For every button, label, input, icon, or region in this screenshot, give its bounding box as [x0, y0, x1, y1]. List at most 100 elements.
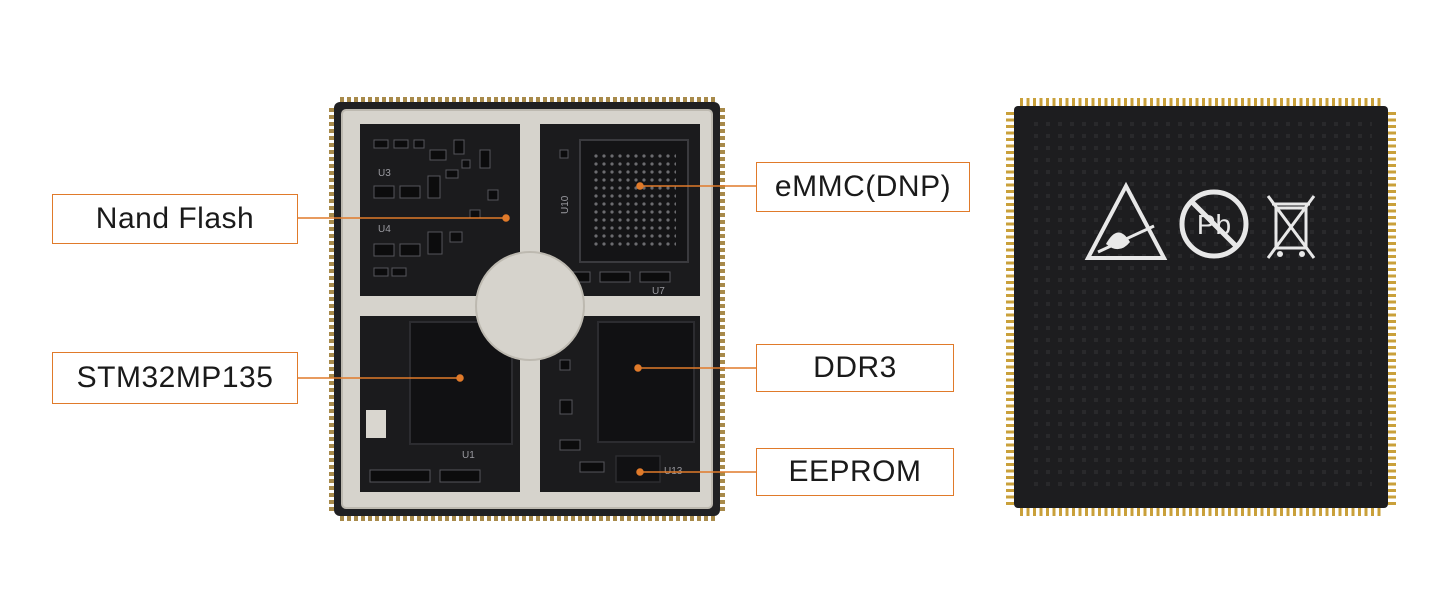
- edge-pad: [1006, 281, 1014, 284]
- edge-pad: [354, 516, 358, 521]
- edge-pad: [1176, 508, 1179, 516]
- smd-component: [393, 139, 409, 149]
- edge-pad: [1280, 508, 1283, 516]
- edge-pad: [329, 465, 334, 469]
- silk-u1: U1: [462, 450, 475, 461]
- smd-component: [559, 439, 581, 451]
- edge-pad: [571, 97, 575, 102]
- edge-pad: [347, 516, 351, 521]
- edge-pad: [1306, 508, 1309, 516]
- edge-pad: [329, 304, 334, 308]
- edge-pad: [1195, 98, 1199, 106]
- edge-pad: [655, 516, 659, 521]
- edge-pad: [417, 516, 421, 521]
- edge-pad: [1072, 508, 1075, 516]
- edge-pad: [1006, 502, 1014, 505]
- edge-pad: [1388, 281, 1396, 284]
- edge-pad: [329, 115, 334, 119]
- edge-pad: [1052, 98, 1056, 106]
- edge-pad: [445, 97, 449, 102]
- edge-pad: [1388, 326, 1396, 330]
- edge-pad: [1006, 411, 1014, 414]
- edge-pad: [1388, 365, 1396, 369]
- edge-pad: [329, 444, 334, 448]
- edge-pad: [720, 486, 725, 490]
- edge-pad: [1388, 209, 1396, 213]
- edge-pad: [329, 220, 334, 224]
- edge-pad: [720, 346, 725, 350]
- edge-pad: [1241, 508, 1244, 516]
- edge-pad: [1026, 508, 1030, 516]
- edge-pad: [1078, 98, 1082, 106]
- edge-pad: [1293, 98, 1296, 106]
- edge-pad: [648, 516, 652, 521]
- edge-pad: [1299, 98, 1303, 106]
- edge-pad: [329, 213, 334, 217]
- edge-pad: [329, 150, 334, 154]
- edge-pad: [1388, 417, 1396, 421]
- smd-components: [369, 139, 671, 483]
- edge-pad: [473, 97, 477, 102]
- back-edge-pads: [1006, 98, 1396, 516]
- edge-pad: [1006, 125, 1014, 128]
- silk-u7: U7: [652, 286, 665, 297]
- smd-component: [461, 159, 471, 169]
- edge-pad: [599, 97, 603, 102]
- edge-pad: [1388, 118, 1396, 122]
- smd-component: [453, 139, 465, 155]
- edge-pad: [452, 516, 456, 521]
- edge-pad: [720, 332, 725, 336]
- leader-dot-ddr3: [634, 364, 642, 372]
- edge-pad: [1124, 98, 1127, 106]
- edge-pad: [1388, 482, 1396, 486]
- edge-pad: [683, 516, 687, 521]
- edge-pad: [592, 97, 596, 102]
- edge-pad: [1388, 203, 1396, 206]
- edge-pad: [704, 97, 708, 102]
- edge-pad: [1091, 98, 1095, 106]
- edge-pad: [720, 360, 725, 364]
- edge-pad: [720, 185, 725, 189]
- edge-pad: [1117, 98, 1121, 106]
- edge-pad: [1006, 144, 1014, 148]
- edge-pad: [1312, 98, 1316, 106]
- edge-pad: [720, 416, 725, 420]
- smd-component: [559, 399, 573, 415]
- edge-pad: [1202, 98, 1205, 106]
- edge-pad: [1078, 508, 1082, 516]
- edge-pad: [662, 516, 666, 521]
- edge-pad: [329, 486, 334, 490]
- edge-pad: [329, 507, 334, 511]
- leader-dot-nand-flash: [502, 214, 510, 222]
- edge-pad: [1202, 508, 1205, 516]
- edge-pad: [1006, 326, 1014, 330]
- edge-pad: [466, 516, 470, 521]
- edge-pad: [720, 290, 725, 294]
- edge-pad: [1059, 508, 1062, 516]
- edge-pad: [1006, 443, 1014, 447]
- edge-pad: [329, 178, 334, 182]
- edge-pad: [529, 97, 533, 102]
- edge-pad: [1006, 365, 1014, 369]
- edge-pad: [1065, 508, 1069, 516]
- edge-pad: [1006, 229, 1014, 232]
- edge-pad: [1388, 287, 1396, 291]
- edge-pad: [508, 97, 512, 102]
- edge-pad: [329, 283, 334, 287]
- edge-pad: [720, 192, 725, 196]
- edge-pad: [1388, 495, 1396, 499]
- edge-pad: [1388, 177, 1396, 180]
- edge-pad: [494, 516, 498, 521]
- edge-pad: [720, 325, 725, 329]
- edge-pad: [1338, 98, 1342, 106]
- edge-pad: [1169, 508, 1173, 516]
- edge-pad: [1260, 508, 1264, 516]
- edge-pad: [1306, 98, 1309, 106]
- edge-pad: [1006, 138, 1014, 141]
- edge-pad: [329, 451, 334, 455]
- edge-pad: [1039, 508, 1043, 516]
- edge-pad: [1006, 391, 1014, 395]
- edge-pad: [613, 516, 617, 521]
- center-shield-disc: [475, 251, 585, 361]
- edge-pad: [473, 516, 477, 521]
